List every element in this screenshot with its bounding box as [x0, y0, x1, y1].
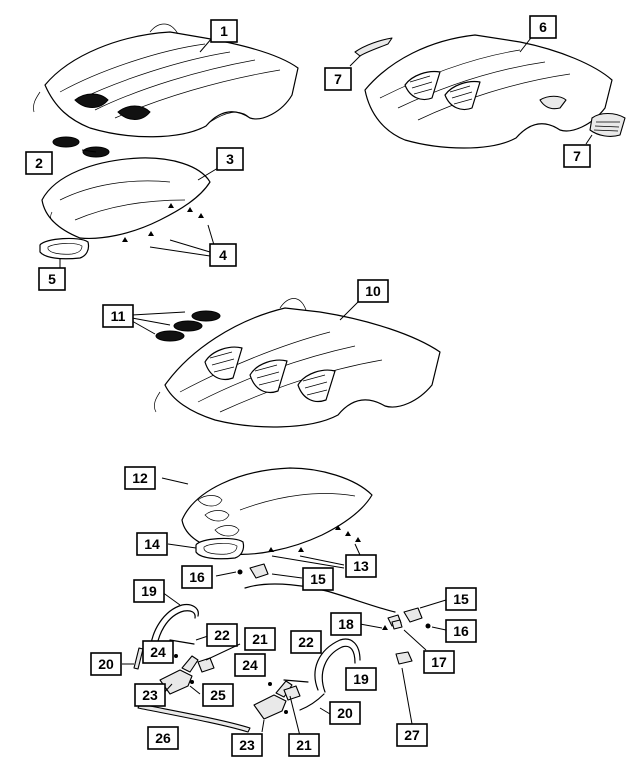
callout-15-right: 15 — [445, 587, 477, 611]
callout-15-left: 15 — [302, 567, 334, 591]
svg-text:21: 21 — [296, 737, 312, 753]
svg-text:18: 18 — [338, 616, 354, 632]
callout-7-upper: 7 — [324, 67, 352, 91]
callout-12: 12 — [124, 466, 156, 490]
callout-16-right: 16 — [445, 619, 477, 643]
callout-23-right: 23 — [231, 733, 263, 757]
svg-text:12: 12 — [132, 470, 148, 486]
callout-21-left: 21 — [244, 627, 276, 651]
svg-text:20: 20 — [337, 705, 353, 721]
svg-text:13: 13 — [353, 558, 369, 574]
callout-1: 1 — [210, 19, 238, 43]
seal-20-left — [122, 647, 144, 670]
insulator-pads-2 — [52, 136, 110, 158]
callout-7-lower: 7 — [563, 144, 591, 168]
svg-text:19: 19 — [353, 671, 369, 687]
svg-text:11: 11 — [111, 308, 126, 324]
callout-22-right: 22 — [290, 630, 322, 654]
svg-text:15: 15 — [310, 571, 326, 587]
callout-19-left: 19 — [133, 579, 165, 603]
svg-text:24: 24 — [150, 644, 166, 660]
callout-10: 10 — [357, 279, 389, 303]
callout-26: 26 — [147, 726, 179, 750]
part-7-lower — [585, 112, 626, 145]
callout-19-right: 19 — [345, 667, 377, 691]
svg-text:17: 17 — [431, 654, 447, 670]
callout-20-left: 20 — [90, 652, 122, 676]
svg-text:6: 6 — [539, 19, 547, 35]
svg-text:21: 21 — [252, 631, 268, 647]
svg-text:15: 15 — [453, 591, 469, 607]
svg-text:14: 14 — [144, 536, 160, 552]
rods-22 — [169, 635, 309, 683]
svg-text:23: 23 — [239, 737, 255, 753]
hood-release-cable-15 — [244, 563, 447, 627]
callout-21-right: 21 — [288, 733, 320, 757]
strip-26 — [137, 703, 251, 733]
svg-text:7: 7 — [573, 148, 581, 164]
hood-panel-1 — [33, 23, 299, 138]
scoop-bezel-14 — [195, 537, 245, 560]
callout-6: 6 — [529, 15, 557, 39]
callout-18: 18 — [330, 612, 362, 636]
svg-text:23: 23 — [142, 687, 158, 703]
svg-text:5: 5 — [48, 271, 56, 287]
hood-hinge-right — [253, 680, 301, 737]
svg-text:25: 25 — [210, 687, 226, 703]
callout-5: 5 — [38, 267, 66, 291]
svg-text:22: 22 — [298, 634, 314, 650]
callout-13: 13 — [345, 554, 377, 578]
svg-text:7: 7 — [334, 71, 342, 87]
svg-text:16: 16 — [189, 569, 205, 585]
callout-23-left: 23 — [134, 683, 166, 707]
clips-13 — [268, 525, 361, 569]
callout-17: 17 — [423, 650, 455, 674]
scoop-bezel-5 — [39, 237, 90, 260]
hood-panel-10 — [154, 298, 441, 428]
hood-insulator-3 — [41, 157, 211, 239]
bolts-16 — [215, 569, 447, 631]
callout-24-left: 24 — [142, 640, 174, 664]
svg-text:24: 24 — [242, 657, 258, 673]
insulator-pads-11 — [131, 310, 221, 342]
svg-text:1: 1 — [220, 23, 228, 39]
callout-25: 25 — [202, 683, 234, 707]
svg-text:22: 22 — [214, 627, 230, 643]
part-27 — [395, 651, 413, 725]
callout-22-left: 22 — [206, 623, 238, 647]
callout-3: 3 — [216, 147, 244, 171]
callout-14: 14 — [136, 532, 168, 556]
callout-4: 4 — [209, 243, 237, 267]
svg-text:27: 27 — [404, 727, 420, 743]
weatherstrip-19-right — [314, 638, 361, 693]
callouts: 1 2 3 4 5 6 7 7 10 11 12 13 14 15 15 16 … — [25, 15, 591, 757]
callout-16-left: 16 — [181, 565, 213, 589]
svg-text:19: 19 — [141, 583, 157, 599]
svg-text:20: 20 — [98, 656, 114, 672]
seal-20-right — [299, 693, 331, 715]
svg-text:26: 26 — [155, 730, 171, 746]
hood-panel-6 — [364, 34, 613, 149]
callout-27: 27 — [396, 723, 428, 747]
svg-text:4: 4 — [219, 247, 227, 263]
latch-parts-17-18 — [359, 619, 427, 651]
callout-11: 11 — [102, 304, 134, 328]
weatherstrip-19-left — [149, 591, 199, 658]
part-7-upper — [349, 37, 393, 67]
callout-2: 2 — [25, 151, 53, 175]
svg-text:10: 10 — [365, 283, 381, 299]
svg-text:16: 16 — [453, 623, 469, 639]
svg-text:3: 3 — [226, 151, 234, 167]
clips-4 — [122, 203, 215, 257]
callout-24-right: 24 — [234, 653, 266, 677]
callout-20-right: 20 — [329, 701, 361, 725]
svg-text:2: 2 — [35, 155, 43, 171]
